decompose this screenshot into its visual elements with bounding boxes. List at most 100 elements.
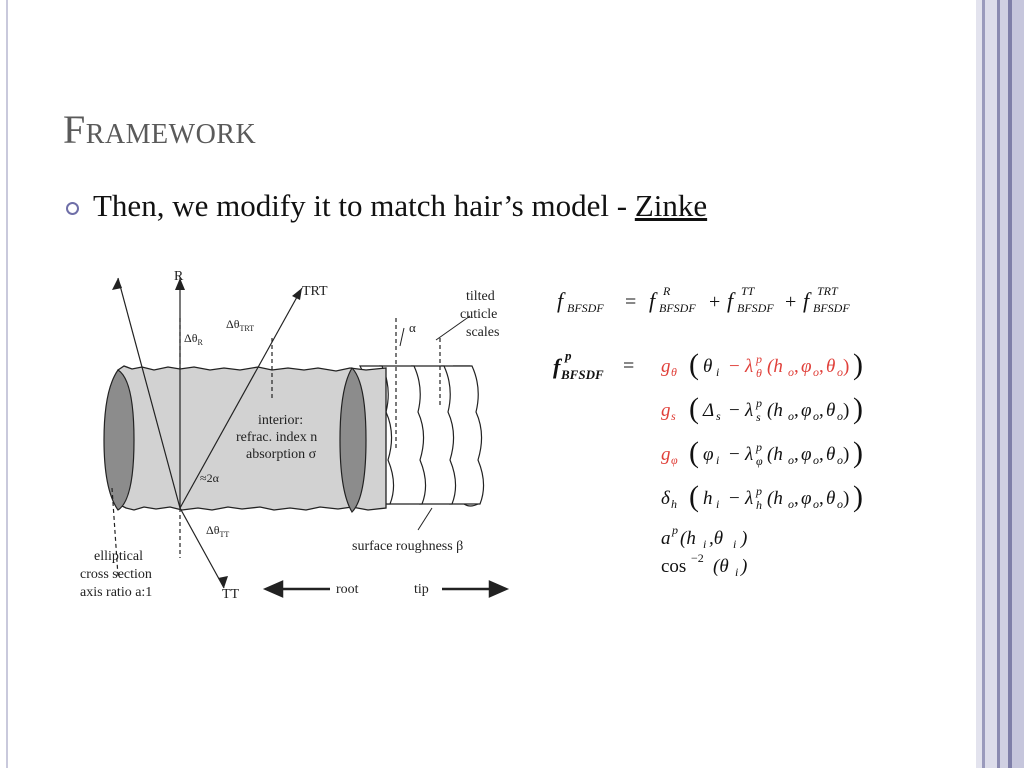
eq-phi: φ <box>801 444 812 465</box>
eq-theta: θ <box>826 488 835 509</box>
label-delta-trt: ΔθTRT <box>226 317 254 333</box>
label-delta-tt: ΔθTT <box>206 523 229 539</box>
svg-text:f: f <box>803 288 812 313</box>
eq-theta-sub: o <box>837 497 843 511</box>
eq-phi-sub: o <box>813 497 819 511</box>
ray-arrowheads <box>112 278 302 588</box>
eq-comma: , <box>819 356 824 377</box>
eq-phi: φ <box>801 400 812 421</box>
eq-lambda-sub: h <box>756 498 762 512</box>
svg-text:+: + <box>785 291 796 313</box>
eq-close: ) <box>843 488 849 509</box>
eq-minus: − <box>729 400 740 421</box>
eq-close: ) <box>843 356 849 377</box>
eq-close: ) <box>843 400 849 421</box>
svg-text:i: i <box>733 537 736 551</box>
equation-bottom: f p BFSDF = <box>553 348 634 382</box>
eq-minus: − <box>729 444 740 465</box>
eq-arg: Δ <box>702 400 714 421</box>
eq-close-paren: ) <box>853 348 863 381</box>
hair-end-right <box>339 367 367 513</box>
bullet-marker-icon <box>66 202 79 215</box>
svg-text:): ) <box>740 556 747 577</box>
eq-h: (h <box>767 444 783 465</box>
eq-comma: , <box>819 400 824 421</box>
light-rays <box>111 277 441 589</box>
eq-phi-sub: o <box>813 453 819 467</box>
svg-text:f: f <box>649 288 658 313</box>
eq-arg-sub: i <box>716 365 719 379</box>
eq-phi: φ <box>801 488 812 509</box>
bullet-body: Then, we modify it to match hair’s model… <box>93 188 635 223</box>
label-interior: interior: <box>258 413 303 428</box>
eq-fn: g <box>661 400 671 421</box>
label-axis-ratio: axis ratio a:1 <box>80 585 152 600</box>
eq-lambda-sub: φ <box>756 454 763 468</box>
eq-lambda: λ <box>744 444 753 465</box>
label-tt: TT <box>222 587 240 602</box>
eq-h: (h <box>767 400 783 421</box>
eq-fn-sub: θ <box>671 365 677 379</box>
svg-text:BFSDF: BFSDF <box>560 367 604 382</box>
eq-arg-sub: i <box>716 497 719 511</box>
svg-text:−2: −2 <box>691 551 704 565</box>
zinke-link[interactable]: Zinke <box>634 188 708 223</box>
svg-text:f: f <box>553 354 563 379</box>
equation-top: f BFSDF = f R BFSDF + f TT BFSDF + f TRT… <box>557 284 850 315</box>
eq-arg-sub: s <box>716 409 721 423</box>
eq-minus: − <box>729 488 740 509</box>
svg-text:): ) <box>740 528 747 549</box>
label-absorption: absorption σ <box>246 447 317 462</box>
eq-comma: , <box>794 356 799 377</box>
label-tip: tip <box>414 582 429 597</box>
eq-theta: θ <box>826 400 835 421</box>
svg-text:BFSDF: BFSDF <box>567 301 604 315</box>
eq-h-sub: o <box>788 497 794 511</box>
label-delta-r: ΔθR <box>184 331 203 347</box>
label-roughness: surface roughness β <box>352 539 463 554</box>
eq-h-sub: o <box>788 409 794 423</box>
eq-arg: θ <box>703 356 712 377</box>
eq-close-paren: ) <box>853 392 863 425</box>
label-alpha: α <box>409 320 416 335</box>
svg-text:(h: (h <box>680 528 696 549</box>
eq-close-paren: ) <box>853 480 863 513</box>
label-cross-section: cross section <box>80 567 152 582</box>
svg-text:TRT: TRT <box>817 284 839 298</box>
svg-text:TT: TT <box>741 284 756 298</box>
label-elliptical: elliptical <box>94 549 143 564</box>
svg-text:p: p <box>671 523 678 537</box>
hair-cross-section <box>103 369 135 511</box>
eq-phi-sub: o <box>813 365 819 379</box>
svg-text:BFSDF: BFSDF <box>659 301 696 315</box>
svg-text:BFSDF: BFSDF <box>813 301 850 315</box>
eq-theta-sub: o <box>837 365 843 379</box>
svg-text:cos: cos <box>661 556 686 577</box>
eq-h-sub: o <box>788 365 794 379</box>
label-trt: TRT <box>302 284 328 299</box>
eq-theta-sub: o <box>837 409 843 423</box>
eq-minus: − <box>729 356 740 377</box>
eq-comma: , <box>819 444 824 465</box>
right-decorative-stripes <box>976 0 1024 768</box>
label-r: R <box>174 269 184 284</box>
eq-arg: φ <box>703 444 714 465</box>
label-refrac: refrac. index n <box>236 430 317 445</box>
eq-close-paren: ) <box>853 436 863 469</box>
eq-fn-sub: h <box>671 497 677 511</box>
eq-open-paren: ( <box>689 480 699 513</box>
eq-arg: h <box>703 488 713 509</box>
eq-lambda: λ <box>744 488 753 509</box>
eq-h-sub: o <box>788 453 794 467</box>
slide-title: Framework <box>63 107 257 152</box>
svg-text:R: R <box>662 284 671 298</box>
eq-fn-sub: s <box>671 409 676 423</box>
eq-fn-sub: φ <box>671 453 678 467</box>
eq-comma: , <box>794 400 799 421</box>
label-two-alpha: ≈2α <box>200 471 220 485</box>
hair-body <box>117 365 387 511</box>
label-root: root <box>336 582 359 597</box>
svg-text:i: i <box>703 537 706 551</box>
eq-h: (h <box>767 356 783 377</box>
eq-arg-sub: i <box>716 453 719 467</box>
